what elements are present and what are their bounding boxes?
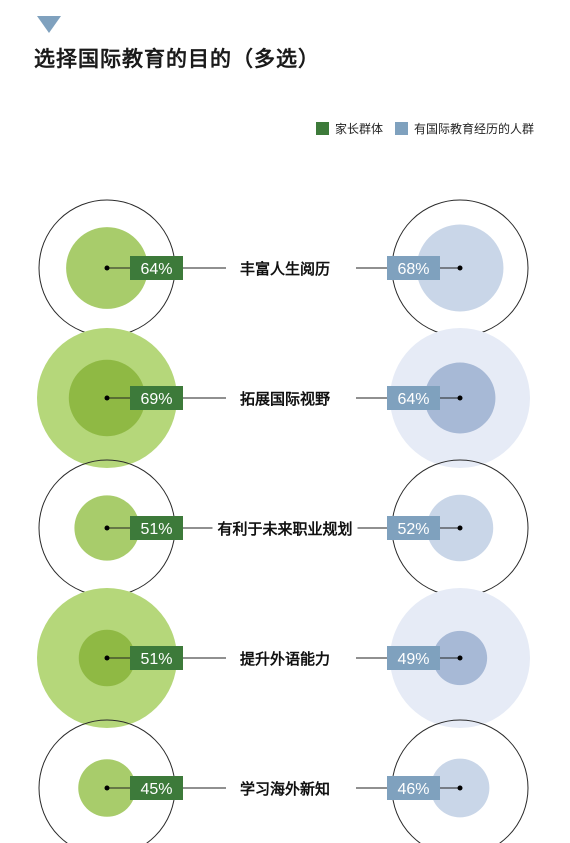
right-value-box-4 — [387, 776, 440, 800]
left-dot-1 — [104, 395, 110, 401]
right-dot-2 — [457, 525, 463, 531]
left-value-box-3 — [130, 646, 183, 670]
right-dot-4 — [457, 785, 463, 791]
legend-swatch-parents — [315, 122, 329, 135]
legend-item-experienced: 有国际教育经历的人群 — [394, 120, 534, 137]
legend: 家长群体 有国际教育经历的人群 — [304, 120, 534, 137]
category-label-2: 有利于未来职业规划 — [217, 520, 352, 538]
right-dot-0 — [457, 265, 463, 271]
category-label-3: 提升外语能力 — [240, 650, 330, 668]
title-marker-icon — [37, 16, 61, 33]
category-label-1: 拓展国际视野 — [240, 390, 330, 408]
category-label-4: 学习海外新知 — [240, 780, 330, 798]
right-value-label-2: 52% — [397, 521, 429, 538]
right-value-label-4: 46% — [397, 781, 429, 798]
left-dot-2 — [104, 525, 110, 531]
right-value-label-0: 68% — [397, 261, 429, 278]
legend-swatch-experienced — [394, 122, 408, 135]
left-value-label-1: 69% — [140, 391, 172, 408]
category-label-bg-3 — [235, 647, 335, 669]
right-value-box-0 — [387, 256, 440, 280]
legend-item-parents: 家长群体 — [315, 120, 383, 137]
right-value-box-2 — [387, 516, 440, 540]
left-value-box-1 — [130, 386, 183, 410]
right-value-box-1 — [387, 386, 440, 410]
left-value-label-2: 51% — [140, 521, 172, 538]
category-label-bg-1 — [235, 387, 335, 409]
left-value-box-2 — [130, 516, 183, 540]
category-label-bg-0 — [235, 257, 335, 279]
right-value-label-1: 64% — [397, 391, 429, 408]
right-value-label-3: 49% — [397, 651, 429, 668]
right-dot-1 — [457, 395, 463, 401]
category-label-bg-4 — [235, 777, 335, 799]
chart-title: 选择国际教育的目的（多选） — [34, 47, 320, 71]
left-dot-4 — [104, 785, 110, 791]
legend-label-experienced: 有国际教育经历的人群 — [413, 122, 534, 136]
left-value-label-4: 45% — [140, 781, 172, 798]
legend-label-parents: 家长群体 — [334, 122, 383, 136]
category-label-bg-2 — [212, 517, 358, 539]
left-value-box-0 — [130, 256, 183, 280]
left-value-label-0: 64% — [140, 261, 172, 278]
left-dot-0 — [104, 265, 110, 271]
right-value-box-3 — [387, 646, 440, 670]
left-value-box-4 — [130, 776, 183, 800]
category-label-0: 丰富人生阅历 — [240, 260, 330, 278]
left-value-label-3: 51% — [140, 651, 172, 668]
left-dot-3 — [104, 655, 110, 661]
right-dot-3 — [457, 655, 463, 661]
